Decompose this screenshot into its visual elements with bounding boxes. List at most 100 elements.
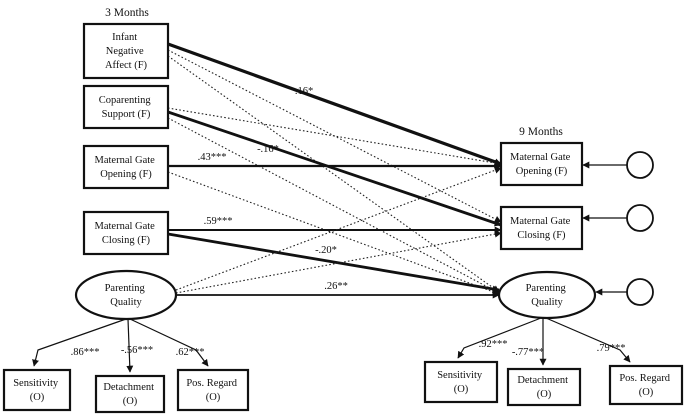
path-arrow-pq_9m-to-pos_9m xyxy=(545,317,631,363)
node-ellipse xyxy=(497,270,597,320)
node-label-line: Pos. Regard xyxy=(186,378,237,389)
node-box xyxy=(608,364,684,406)
node-maternal-gate-closing-9m: Maternal Gate Closing (F) xyxy=(499,205,584,251)
node-label-line: Parenting xyxy=(526,283,567,294)
node-label-line: Infant xyxy=(112,32,137,43)
path-coefficient-label: -.56*** xyxy=(121,345,153,356)
path-coefficient-label: -.20* xyxy=(315,245,337,256)
node-label-line: (O) xyxy=(639,387,654,398)
node-box xyxy=(499,141,584,187)
paths-layer: .16*-.16*.43***.59***-.20*.26**.86***-.5… xyxy=(32,42,631,373)
path-coefficient-label: .26** xyxy=(324,281,348,292)
path-arrow-pq_9m-to-sens_9m xyxy=(457,317,542,359)
node-label: Detachment (O) xyxy=(517,375,570,400)
node-label-line: Pos. Regard xyxy=(619,373,670,384)
path-coefficient-label: .92*** xyxy=(479,339,508,350)
node-infant-negative-affect: Infant Negative Affect (F) xyxy=(82,22,170,80)
time-label-9-months: 9 Months xyxy=(519,126,563,138)
node-label-line: Quality xyxy=(110,297,142,308)
residual-circle-quality-9m xyxy=(626,278,654,306)
node-label-line: (O) xyxy=(206,392,221,403)
node-label-line: Maternal Gate xyxy=(510,216,571,227)
node-label-line: Negative xyxy=(106,46,144,57)
node-label-line: Coparenting xyxy=(99,95,152,106)
node-label: Parenting Quality xyxy=(105,283,148,308)
path-arrow-pq_3m-to-sens_3m xyxy=(32,318,127,367)
node-label-line: Opening (F) xyxy=(100,169,152,180)
node-parenting-quality-9m: Parenting Quality xyxy=(497,270,597,320)
node-box xyxy=(176,368,250,412)
node-label: Maternal Gate Opening (F) xyxy=(510,152,573,177)
node-box xyxy=(82,22,170,80)
node-label-line: Parenting xyxy=(105,283,146,294)
node-label: Sensitivity (O) xyxy=(13,378,61,403)
node-label: Pos. Regard (O) xyxy=(619,373,672,398)
path-coefficient-label: .43*** xyxy=(198,152,227,163)
node-label-line: Detachment xyxy=(103,382,154,393)
indicator-pos-regard-9m: Pos. Regard (O) xyxy=(608,364,684,406)
node-label-line: Sensitivity xyxy=(13,378,59,389)
path-arrow-mgc_3m-to-pq_9m xyxy=(167,232,500,293)
node-box xyxy=(499,205,584,251)
node-label-line: Support (F) xyxy=(102,109,151,120)
node-box xyxy=(423,360,499,404)
node-label-line: Maternal Gate xyxy=(510,152,571,163)
path-arrow-pq_3m-to-det_3m xyxy=(126,318,134,373)
node-label-line: Sensitivity xyxy=(437,370,483,381)
path-arrow-coparenting_support-to-pq_9m xyxy=(167,117,500,294)
node-box xyxy=(82,144,170,190)
node-label: Infant Negative Affect (F) xyxy=(105,32,148,71)
node-label-line: Maternal Gate xyxy=(95,155,156,166)
path-coefficient-label: .62*** xyxy=(176,347,205,358)
node-maternal-gate-opening-3m: Maternal Gate Opening (F) xyxy=(82,144,170,190)
path-arrow-pq_3m-to-pos_3m xyxy=(129,318,209,367)
node-label: Pos. Regard (O) xyxy=(186,378,239,403)
indicator-sensitivity-3m: Sensitivity (O) xyxy=(2,368,72,412)
node-label-line: (O) xyxy=(123,396,138,407)
time-label-3-months: 3 Months xyxy=(105,7,149,19)
indicator-sensitivity-9m: Sensitivity (O) xyxy=(423,360,499,404)
path-arrow-coparenting_support-to-mgc_9m xyxy=(167,110,502,227)
node-parenting-quality-3m: Parenting Quality xyxy=(74,269,178,321)
path-arrow-infant_neg_affect-to-mgo_9m xyxy=(167,42,502,166)
node-box xyxy=(82,84,170,130)
node-box xyxy=(82,210,170,256)
path-arrow-mgo_3m-to-pq_9m xyxy=(167,171,500,296)
path-coefficient-label: .79*** xyxy=(597,343,626,354)
indicator-detachment-9m: Detachment (O) xyxy=(506,367,582,407)
node-label: Parenting Quality xyxy=(526,283,569,308)
node-label-line: Closing (F) xyxy=(517,230,566,241)
node-label-line: (O) xyxy=(454,384,469,395)
path-coefficient-label: -.77*** xyxy=(512,347,544,358)
path-coefficient-label: .86*** xyxy=(71,347,100,358)
path-coefficient-label: .16* xyxy=(295,86,313,97)
node-label: Maternal Gate Closing (F) xyxy=(95,221,158,246)
indicator-detachment-3m: Detachment (O) xyxy=(94,374,166,414)
node-label-line: Detachment xyxy=(517,375,568,386)
node-maternal-gate-opening-9m: Maternal Gate Opening (F) xyxy=(499,141,584,187)
node-maternal-gate-closing-3m: Maternal Gate Closing (F) xyxy=(82,210,170,256)
node-label-line: (O) xyxy=(537,389,552,400)
node-label-line: Quality xyxy=(531,297,563,308)
node-label-line: Maternal Gate xyxy=(95,221,156,232)
path-arrow-infant_neg_affect-to-pq_9m xyxy=(167,55,500,293)
node-label-line: (O) xyxy=(30,392,45,403)
node-ellipse xyxy=(74,269,178,321)
path-arrow-coparenting_support-to-mgo_9m xyxy=(167,107,502,167)
node-box xyxy=(506,367,582,407)
node-label: Maternal Gate Closing (F) xyxy=(510,216,573,241)
residual-circle-opening-9m xyxy=(626,151,654,179)
path-arrow-infant_neg_affect-to-mgc_9m xyxy=(167,49,502,223)
path-arrow-pq_3m-to-mgo_9m xyxy=(175,166,502,291)
node-box xyxy=(94,374,166,414)
residual-circle-closing-9m xyxy=(626,204,654,232)
node-label-line: Closing (F) xyxy=(102,235,151,246)
node-label: Detachment (O) xyxy=(103,382,156,407)
indicator-pos-regard-3m: Pos. Regard (O) xyxy=(176,368,250,412)
node-coparenting-support: Coparenting Support (F) xyxy=(82,84,170,130)
path-coefficient-label: .59*** xyxy=(204,216,233,227)
node-label-line: Affect (F) xyxy=(105,60,148,71)
node-label: Coparenting Support (F) xyxy=(99,95,154,120)
node-label-line: Opening (F) xyxy=(516,166,568,177)
